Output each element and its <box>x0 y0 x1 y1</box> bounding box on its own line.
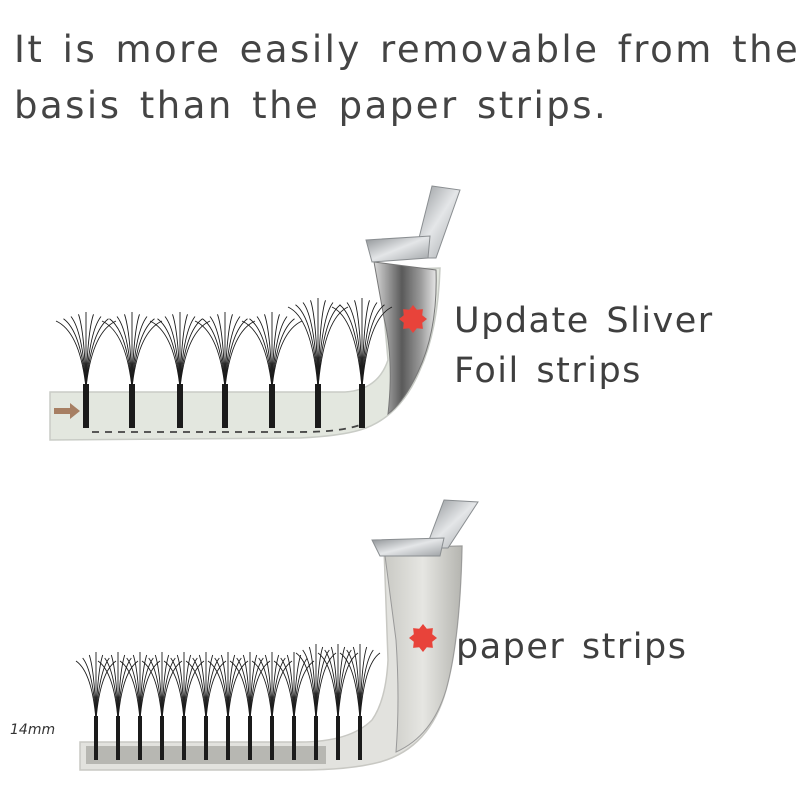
foil-star-marker-icon <box>399 305 427 333</box>
paper-lash-fan <box>295 644 337 760</box>
foil-dashed-line <box>92 424 361 433</box>
foil-lash-fan <box>241 312 303 428</box>
paper-strip-group <box>75 545 463 771</box>
foil-peeled-sheet <box>373 261 437 416</box>
paper-tweezer-icon <box>371 499 479 557</box>
paper-strip-label: paper strips <box>456 627 688 667</box>
foil-lash-fan <box>55 312 117 428</box>
paper-lash-fan <box>229 652 271 760</box>
foil-label-line-1: Update Sliver <box>454 301 714 341</box>
foil-strip-group <box>49 261 441 441</box>
paper-lash-fan <box>207 652 249 760</box>
foil-lash-fans <box>55 298 393 428</box>
foil-lash-fan <box>331 298 393 428</box>
foil-label-line-2: Foil strips <box>454 351 642 391</box>
paper-lash-fan <box>119 652 161 760</box>
paper-lash-fan <box>339 644 381 760</box>
arrow-icon <box>54 403 80 419</box>
foil-strip-label: Update Sliver Foil strips <box>454 296 714 396</box>
paper-lash-fan <box>273 652 315 760</box>
headline-line-2: basis than the paper strips. <box>14 84 609 127</box>
headline-line-1: It is more easily removable from the <box>14 28 800 71</box>
paper-lash-fan <box>75 652 117 760</box>
foil-lash-fan <box>149 312 211 428</box>
foil-lash-fan <box>287 298 349 428</box>
foil-lash-fan <box>101 312 163 428</box>
paper-star-marker-icon <box>409 624 437 652</box>
paper-lash-fans <box>75 644 381 760</box>
length-label: 14mm <box>10 722 56 738</box>
foil-strip-base <box>49 267 441 441</box>
foil-tweezer-icon <box>365 185 461 263</box>
headline: It is more easily removable from the bas… <box>14 22 800 134</box>
paper-lash-fan <box>251 652 293 760</box>
